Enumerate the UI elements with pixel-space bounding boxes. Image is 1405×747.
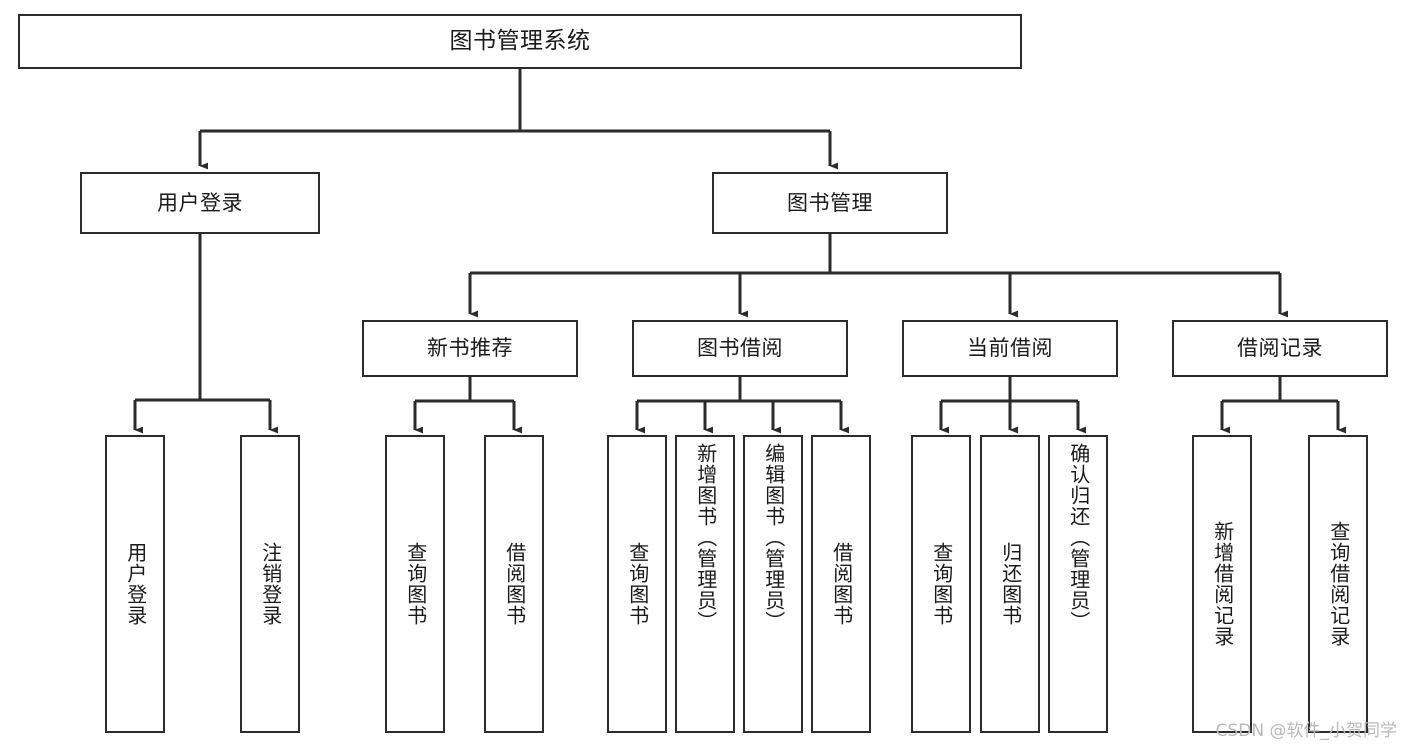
leaf-user-login[interactable]: 用户登录: [105, 435, 165, 733]
leaf-confirm-return-admin[interactable]: 确认归还（管理员）: [1048, 435, 1108, 733]
node-label: 借阅记录: [1237, 336, 1323, 361]
node-label: 新增借阅记录: [1210, 521, 1235, 647]
leaf-query-book-current[interactable]: 查询图书: [911, 435, 971, 733]
node-label: 图书管理系统: [449, 28, 591, 55]
node-label: 借阅图书: [829, 542, 854, 626]
node-book-borrow[interactable]: 图书借阅: [632, 320, 848, 377]
node-label: 当前借阅: [967, 336, 1053, 361]
node-label: 编辑图书（管理员）: [761, 443, 786, 632]
node-new-book-recommend[interactable]: 新书推荐: [362, 320, 578, 377]
leaf-borrow-book[interactable]: 借阅图书: [811, 435, 871, 733]
leaf-query-book-borrow[interactable]: 查询图书: [607, 435, 667, 733]
leaf-query-book-recommend[interactable]: 查询图书: [385, 435, 445, 733]
leaf-logout-login[interactable]: 注销登录: [240, 435, 300, 733]
node-label: 新书推荐: [427, 336, 513, 361]
node-label: 新增图书（管理员）: [693, 443, 718, 632]
leaf-edit-book-admin[interactable]: 编辑图书（管理员）: [743, 435, 803, 733]
leaf-add-book-admin[interactable]: 新增图书（管理员）: [675, 435, 735, 733]
node-label: 查询图书: [403, 542, 428, 626]
node-label: 用户登录: [123, 542, 148, 626]
node-label: 注销登录: [258, 542, 283, 626]
leaf-add-borrow-record[interactable]: 新增借阅记录: [1192, 435, 1252, 733]
leaf-borrow-book-recommend[interactable]: 借阅图书: [484, 435, 544, 733]
node-book-management-system[interactable]: 图书管理系统: [18, 14, 1022, 69]
node-label: 图书借阅: [697, 336, 783, 361]
leaf-query-borrow-record[interactable]: 查询借阅记录: [1308, 435, 1368, 733]
node-current-borrow[interactable]: 当前借阅: [902, 320, 1118, 377]
node-label: 图书管理: [787, 190, 873, 215]
node-label: 借阅图书: [502, 542, 527, 626]
node-label: 用户登录: [157, 190, 243, 215]
node-label: 归还图书: [998, 542, 1023, 626]
node-label: 查询借阅记录: [1326, 521, 1351, 647]
node-label: 确认归还（管理员）: [1066, 443, 1091, 632]
node-label: 查询图书: [929, 542, 954, 626]
node-borrow-record[interactable]: 借阅记录: [1172, 320, 1388, 377]
node-label: 查询图书: [625, 542, 650, 626]
node-book-management[interactable]: 图书管理: [712, 172, 948, 234]
node-user-login[interactable]: 用户登录: [80, 172, 320, 234]
leaf-return-book[interactable]: 归还图书: [980, 435, 1040, 733]
csdn-watermark: CSDN @软件_小贺同学: [1215, 721, 1397, 741]
